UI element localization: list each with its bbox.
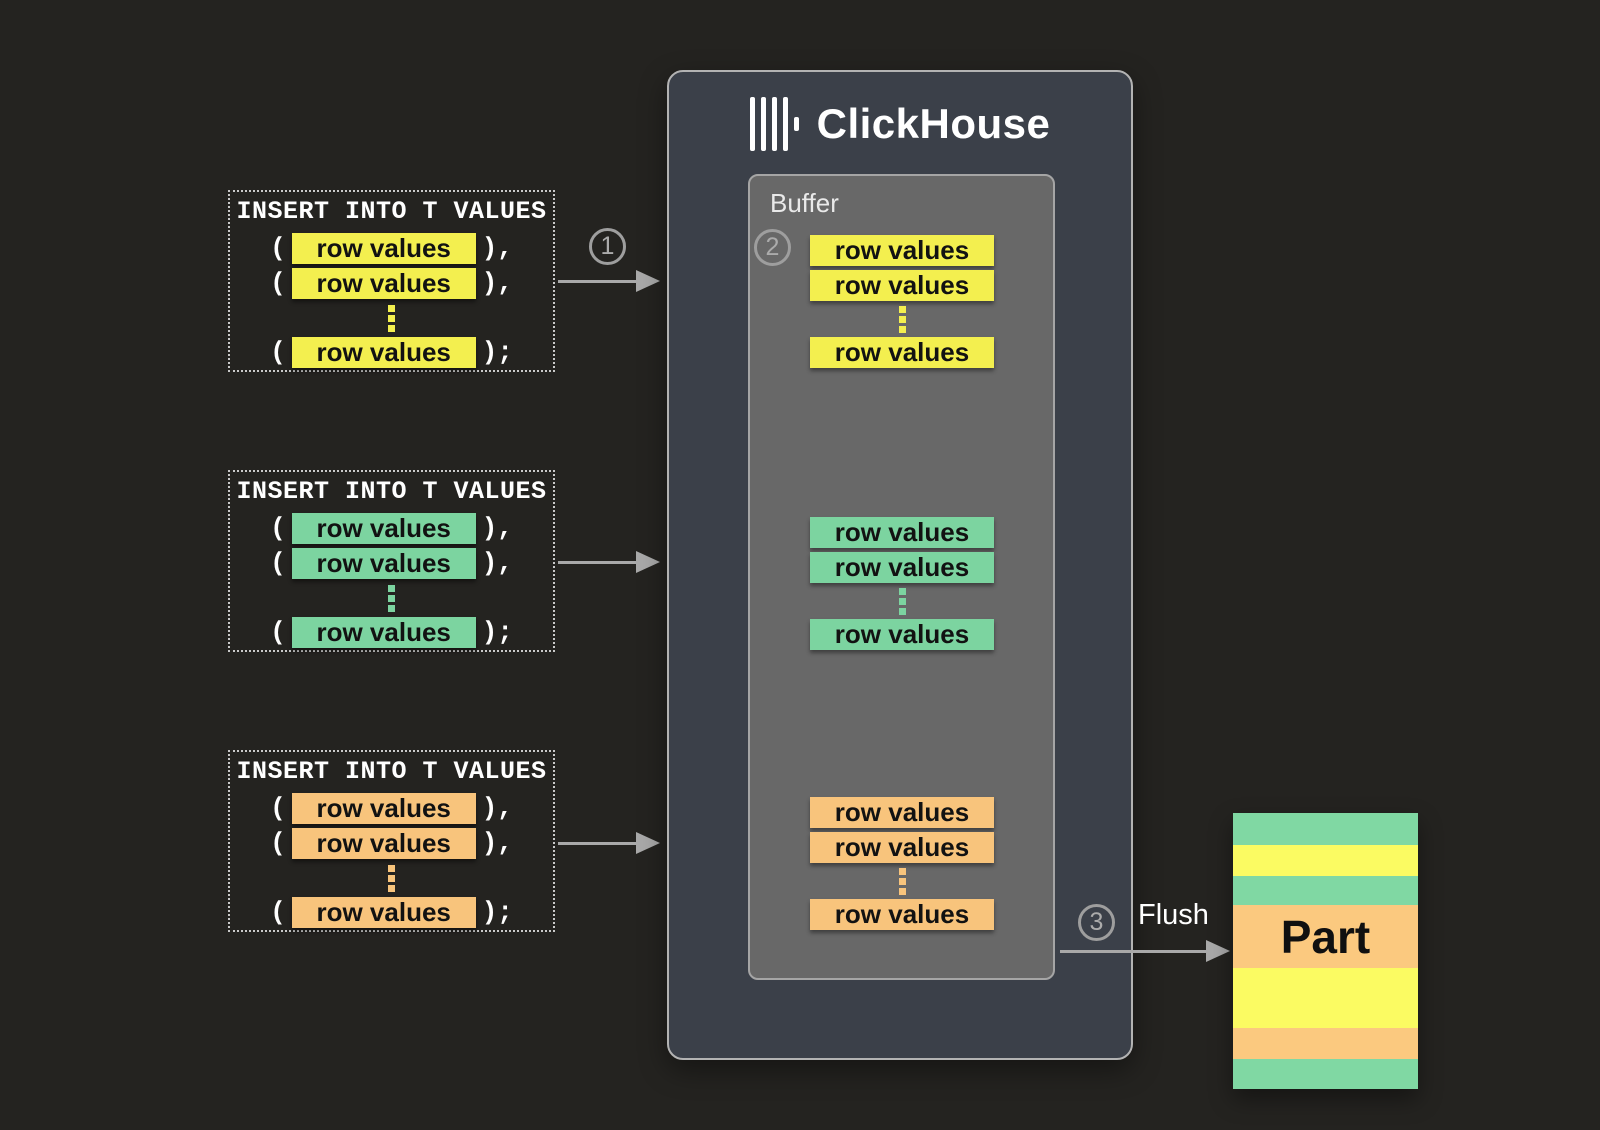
code-line: ( row values ), xyxy=(270,828,513,859)
part-stripe xyxy=(1233,1059,1418,1089)
open-paren: ( xyxy=(270,233,286,263)
close-paren-semicolon: ); xyxy=(481,337,513,367)
buffer-label: Buffer xyxy=(770,188,839,218)
step-3-badge: 3 xyxy=(1078,904,1115,941)
ellipsis-dots-icon xyxy=(898,868,906,895)
buffer-row: row values xyxy=(810,517,994,548)
buffer-group-orange: row values row values row values xyxy=(810,797,994,934)
part-stripe xyxy=(1233,813,1418,845)
clickhouse-logo-icon xyxy=(749,96,799,152)
part-stripes xyxy=(1233,813,1418,1089)
open-paren: ( xyxy=(270,617,286,647)
code-line: ( row values ); xyxy=(270,337,513,368)
buffer-box: Buffer row values row values row values … xyxy=(748,174,1055,980)
clickhouse-title: ClickHouse xyxy=(816,100,1051,147)
insert-statement-box-3: INSERT INTO T VALUES ( row values ), ( r… xyxy=(228,750,555,932)
arrow-head-icon xyxy=(1206,940,1230,962)
code-line: ( row values ), xyxy=(270,513,513,544)
part-box: Part xyxy=(1233,813,1418,1089)
code-line: ( row values ), xyxy=(270,268,513,299)
close-paren-comma: ), xyxy=(481,548,513,578)
close-paren-comma: ), xyxy=(481,513,513,543)
close-paren-semicolon: ); xyxy=(481,897,513,927)
buffer-row: row values xyxy=(810,797,994,828)
step-1-badge: 1 xyxy=(589,228,626,265)
ellipsis-dots-icon xyxy=(388,865,395,892)
buffer-group-green: row values row values row values xyxy=(810,517,994,654)
arrow-insert2-to-clickhouse xyxy=(558,551,660,573)
buffer-row: row values xyxy=(810,235,994,266)
part-stripe xyxy=(1233,845,1418,876)
row-values-chip: row values xyxy=(291,793,476,824)
open-paren: ( xyxy=(270,897,286,927)
arrow-insert3-to-clickhouse xyxy=(558,832,660,854)
arrow-insert1-to-clickhouse xyxy=(558,270,660,292)
ellipsis-dots-icon xyxy=(388,305,395,332)
part-stripe xyxy=(1233,876,1418,905)
arrow-shaft xyxy=(558,280,640,283)
ellipsis-dots-icon xyxy=(388,585,395,612)
code-line: ( row values ), xyxy=(270,793,513,824)
open-paren: ( xyxy=(270,268,286,298)
insert-title: INSERT INTO T VALUES xyxy=(236,477,547,506)
close-paren-comma: ), xyxy=(481,828,513,858)
flush-label: Flush xyxy=(1138,899,1209,931)
arrow-head-icon xyxy=(636,551,660,573)
buffer-row: row values xyxy=(810,832,994,863)
arrow-flush-to-part xyxy=(1060,940,1230,962)
part-stripe xyxy=(1233,1028,1418,1059)
code-line: ( row values ), xyxy=(270,233,513,264)
arrow-head-icon xyxy=(636,270,660,292)
ellipsis-dots-icon xyxy=(898,588,906,615)
close-paren-comma: ), xyxy=(481,793,513,823)
row-values-chip: row values xyxy=(291,337,476,368)
code-line: ( row values ); xyxy=(270,617,513,648)
step-2-badge: 2 xyxy=(754,229,791,266)
arrow-shaft xyxy=(558,561,640,564)
row-values-chip: row values xyxy=(291,828,476,859)
close-paren-comma: ), xyxy=(481,233,513,263)
row-values-chip: row values xyxy=(291,513,476,544)
clickhouse-header: ClickHouse xyxy=(669,96,1131,152)
arrow-head-icon xyxy=(636,832,660,854)
insert-title: INSERT INTO T VALUES xyxy=(236,757,547,786)
close-paren-comma: ), xyxy=(481,268,513,298)
buffer-row: row values xyxy=(810,270,994,301)
part-label: Part xyxy=(1280,910,1371,963)
buffer-row: row values xyxy=(810,899,994,930)
open-paren: ( xyxy=(270,793,286,823)
row-values-chip: row values xyxy=(291,233,476,264)
insert-statement-box-2: INSERT INTO T VALUES ( row values ), ( r… xyxy=(228,470,555,652)
insert-title: INSERT INTO T VALUES xyxy=(236,197,547,226)
open-paren: ( xyxy=(270,548,286,578)
insert-statement-box-1: INSERT INTO T VALUES ( row values ), ( r… xyxy=(228,190,555,372)
buffer-row: row values xyxy=(810,619,994,650)
ellipsis-dots-icon xyxy=(898,306,906,333)
buffer-row: row values xyxy=(810,552,994,583)
buffer-row: row values xyxy=(810,337,994,368)
code-line: ( row values ), xyxy=(270,548,513,579)
clickhouse-server-box: ClickHouse Buffer row values row values … xyxy=(667,70,1133,1060)
arrow-shaft xyxy=(558,842,640,845)
open-paren: ( xyxy=(270,337,286,367)
row-values-chip: row values xyxy=(291,268,476,299)
part-stripe xyxy=(1233,968,1418,1028)
row-values-chip: row values xyxy=(291,548,476,579)
open-paren: ( xyxy=(270,513,286,543)
part-stripe xyxy=(1233,905,1418,968)
buffer-group-yellow: row values row values row values xyxy=(810,235,994,372)
row-values-chip: row values xyxy=(291,897,476,928)
row-values-chip: row values xyxy=(291,617,476,648)
open-paren: ( xyxy=(270,828,286,858)
arrow-shaft xyxy=(1060,950,1210,953)
close-paren-semicolon: ); xyxy=(481,617,513,647)
code-line: ( row values ); xyxy=(270,897,513,928)
